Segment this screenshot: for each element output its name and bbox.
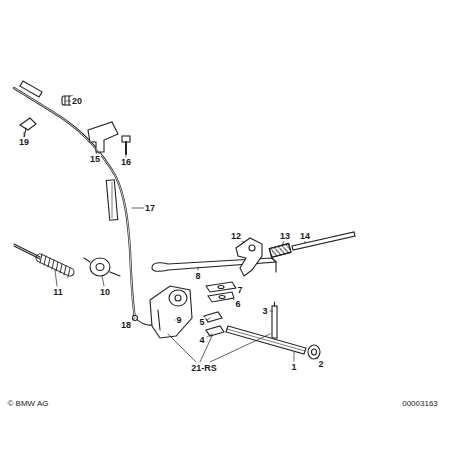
callout-number: 11 bbox=[52, 287, 64, 297]
callout-number: 1 bbox=[290, 362, 297, 372]
callout-number: 15 bbox=[89, 154, 101, 164]
callout-number: 20 bbox=[71, 96, 83, 106]
callout-number: 19 bbox=[18, 137, 30, 147]
callout-number: 2 bbox=[317, 359, 324, 369]
callout-number: 4 bbox=[198, 335, 205, 345]
callout-number: 7 bbox=[236, 285, 243, 295]
drawing-number: 00003163 bbox=[401, 399, 439, 409]
callout-number: 17 bbox=[144, 203, 156, 213]
callout-number: 3 bbox=[261, 306, 268, 316]
callout-number: 16 bbox=[120, 157, 132, 167]
copyright-note: © BMW AG bbox=[6, 399, 49, 409]
callout-number: 10 bbox=[99, 287, 111, 297]
callout-number: 6 bbox=[234, 299, 241, 309]
callout-number: 5 bbox=[198, 317, 205, 327]
callout-number: 12 bbox=[230, 231, 242, 241]
callout-number: 8 bbox=[194, 271, 201, 281]
callout-number: 14 bbox=[299, 231, 311, 241]
callout-number: 18 bbox=[120, 320, 132, 330]
callout-number: 21-RS bbox=[190, 363, 218, 373]
callout-number: 13 bbox=[279, 231, 291, 241]
callout-number: 9 bbox=[175, 315, 182, 325]
